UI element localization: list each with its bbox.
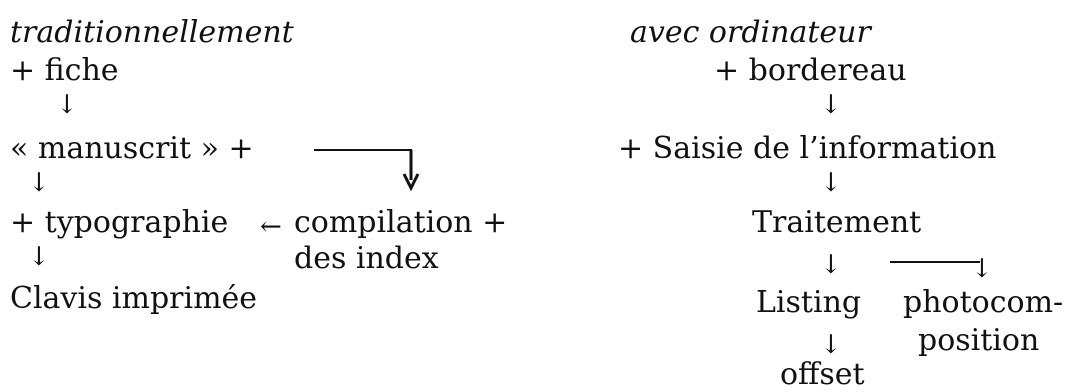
arrow-down-icon: ↓ — [820, 90, 842, 120]
step-bordereau: + bordereau — [714, 53, 907, 88]
arrow-down-icon: ↓ — [820, 168, 842, 198]
step-clavis-imprimee: Clavis imprimée — [10, 281, 258, 316]
step-photocomposition-line1: photocom- — [903, 285, 1064, 320]
step-photocomposition-line2: position — [918, 323, 1040, 358]
arrow-down-icon: ↓ — [28, 168, 50, 198]
arrow-left-icon: ← — [260, 212, 282, 242]
step-compilation-line2: des index — [294, 241, 439, 276]
step-fiche: + fiche — [10, 53, 119, 88]
step-manuscrit: « manuscrit » + — [10, 131, 254, 166]
step-offset: offset — [780, 357, 865, 392]
arrow-down-icon: ↓ — [28, 242, 50, 272]
step-compilation-line1: compilation + — [294, 205, 508, 240]
arrow-down-icon: ↓ — [820, 250, 842, 280]
step-saisie-information: + Saisie de l’information — [618, 131, 997, 166]
arrow-down-icon: ↓ — [820, 330, 842, 360]
step-traitement: Traitement — [752, 205, 922, 240]
manuscrit-connector-arrowhead — [402, 173, 420, 192]
heading-traditionnellement: traditionnellement — [10, 15, 294, 50]
heading-avec-ordinateur: avec ordinateur — [630, 15, 871, 50]
arrow-down-icon: ↓ — [56, 90, 78, 120]
step-typographie: + typographie — [10, 205, 229, 240]
arrow-down-icon: ↓ — [971, 254, 993, 284]
step-listing: Listing — [756, 285, 862, 320]
